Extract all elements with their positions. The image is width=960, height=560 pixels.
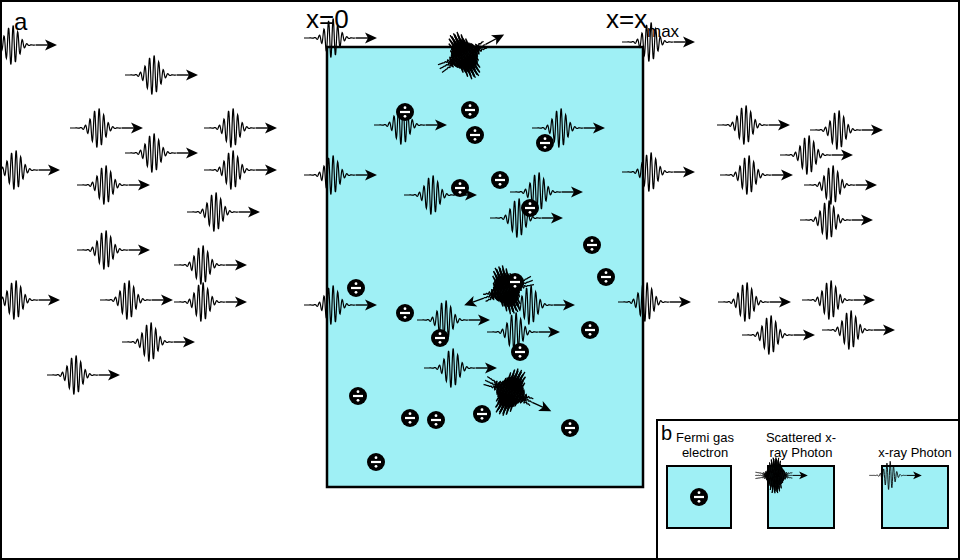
xray-photon (804, 165, 877, 204)
electron (521, 199, 539, 217)
legend-text: Fermi gas electron (672, 430, 738, 460)
xray-photon (742, 315, 815, 354)
xray-photon (404, 175, 477, 214)
photon-layer (0, 9, 895, 437)
xray-photon (70, 108, 143, 147)
xray-photon (780, 135, 853, 174)
electron (349, 387, 367, 405)
electron (561, 419, 579, 437)
xray-photon (0, 25, 57, 64)
legend-panel (657, 420, 959, 559)
scattered-photon (454, 252, 546, 332)
xray-photon (77, 230, 150, 269)
legend-text: Scattered x-ray Photon (760, 430, 842, 460)
electron (461, 101, 479, 119)
panel-label: b (661, 422, 672, 445)
electron (431, 329, 449, 347)
axis-label: x=x (606, 5, 647, 35)
panel-label: a (14, 8, 27, 36)
xray-photon (618, 282, 691, 321)
xray-photon (622, 152, 695, 191)
xray-photon (869, 461, 922, 489)
xray-photon (77, 165, 150, 204)
xray-photon (125, 55, 198, 94)
electron (473, 405, 491, 423)
legend-icons (690, 455, 922, 506)
electron (583, 236, 601, 254)
legend-sample-box (667, 466, 731, 528)
xray-photon (510, 172, 583, 211)
xray-photon (174, 245, 247, 284)
xray-photon (800, 200, 873, 239)
xray-photon (47, 355, 120, 394)
xray-photon (417, 300, 490, 339)
xray-photon (125, 133, 198, 172)
xray-photon (720, 155, 793, 194)
electron (536, 134, 554, 152)
xray-photon (304, 155, 377, 194)
electron (367, 453, 385, 471)
xray-photon (717, 105, 790, 144)
xray-photon (802, 280, 875, 319)
xray-photon (304, 285, 377, 324)
scattered-photon (423, 9, 518, 96)
electron (690, 488, 708, 506)
xray-photon (187, 192, 260, 231)
axis-subscript: max (647, 22, 679, 42)
electron (466, 126, 484, 144)
electron (347, 279, 365, 297)
xray-photon (718, 282, 791, 321)
electron (491, 171, 509, 189)
xray-photon (424, 348, 497, 387)
legend-text: x-ray Photon (872, 445, 958, 460)
electron (581, 321, 599, 339)
electron (427, 411, 445, 429)
xray-photon (0, 280, 60, 319)
xray-photon (0, 150, 60, 189)
electron (597, 268, 615, 286)
xray-photon (174, 282, 247, 321)
xray-photon (204, 150, 277, 189)
electron (396, 103, 414, 121)
electron (401, 409, 419, 427)
xray-photon (810, 110, 883, 149)
xray-photon (822, 310, 895, 349)
xray-photon (490, 198, 563, 237)
electron-layer (347, 101, 615, 471)
scattered-photon (470, 353, 564, 438)
xray-photon (100, 280, 173, 319)
electron (506, 273, 524, 291)
medium-box (327, 47, 643, 487)
electron (396, 304, 414, 322)
xray-photon (122, 322, 195, 361)
xray-photon (204, 108, 277, 147)
electron (511, 343, 529, 361)
scattered-photon (753, 455, 808, 496)
electron (451, 179, 469, 197)
axis-label: x=0 (306, 5, 349, 35)
